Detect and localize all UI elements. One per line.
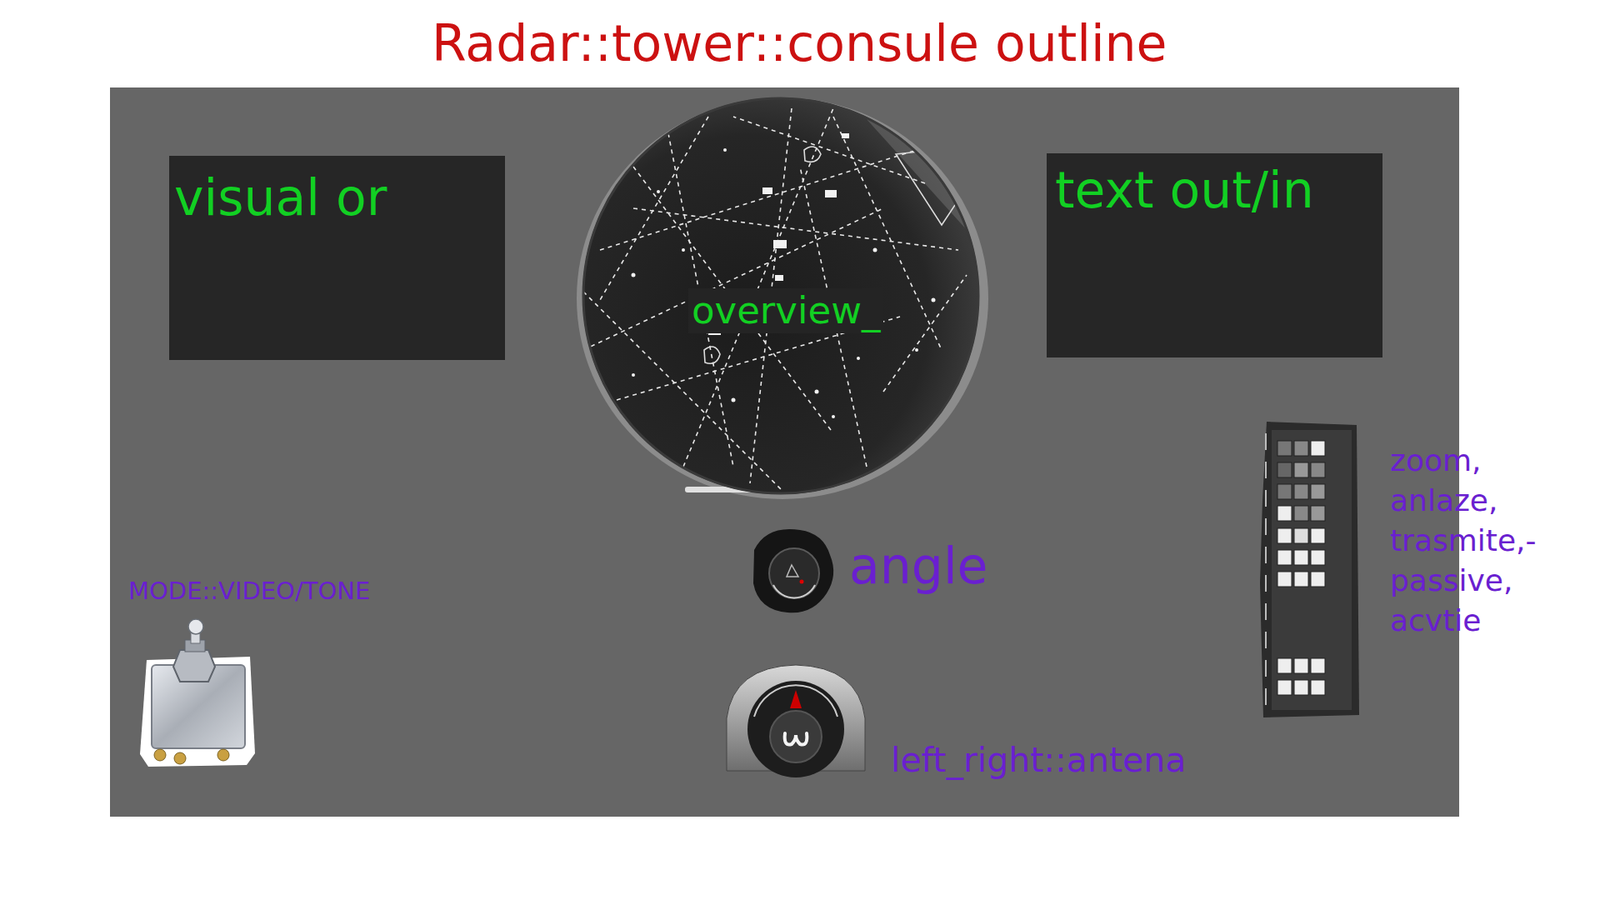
button-panel <box>1294 462 1309 478</box>
button-panel <box>1310 462 1325 478</box>
control-label: MODE::VIDEO/TONE <box>128 576 370 606</box>
toggle-switch <box>154 749 166 761</box>
radar-scope <box>762 187 773 195</box>
toggle-switch <box>217 749 230 761</box>
control-label: angle <box>849 535 988 596</box>
title-text: Radar::tower::consule outline <box>431 13 1168 74</box>
antenna-knob <box>726 665 865 778</box>
button-panel <box>1277 505 1292 521</box>
button-panel <box>1310 505 1325 521</box>
view-angle-knob <box>800 580 805 585</box>
button-panel <box>1294 571 1309 587</box>
button-panel <box>1310 680 1325 695</box>
radar-screen: overview_ <box>581 96 980 495</box>
radar-scope <box>775 275 784 281</box>
antenna-knob <box>790 690 802 709</box>
button-panel <box>1277 440 1292 456</box>
toggle-switch <box>188 619 204 635</box>
radar-scope <box>883 275 967 392</box>
view-angle-knob <box>753 529 834 613</box>
view-angle-knob <box>773 585 815 598</box>
button-panel <box>1265 433 1267 709</box>
button-panel <box>1277 571 1292 587</box>
button-panel <box>1310 484 1325 500</box>
radar-scope <box>576 97 989 500</box>
button-panel <box>1277 528 1292 544</box>
button-panel <box>1310 550 1325 565</box>
button-panel <box>1294 680 1309 695</box>
radar-scope <box>731 398 736 403</box>
antenna-knob <box>770 710 822 763</box>
button-panel <box>1271 430 1352 710</box>
radar-scope <box>915 348 919 352</box>
toggle-switch <box>174 752 186 765</box>
radar-scope <box>600 150 917 250</box>
button-panel <box>1294 440 1309 456</box>
button-panel <box>1294 505 1309 521</box>
radar-scope <box>815 390 820 395</box>
radar-scope <box>576 91 1000 500</box>
radar-scope <box>723 148 727 152</box>
button-panel <box>1277 658 1292 674</box>
button-panel <box>1294 550 1309 565</box>
button-panel <box>1277 680 1292 695</box>
radar-scope <box>704 346 720 364</box>
radar-scope <box>631 133 936 419</box>
screen-text: text out/in <box>1055 160 1315 220</box>
radar-scope <box>804 146 821 162</box>
radar-scope <box>683 108 834 467</box>
radar-scope <box>931 298 936 303</box>
radar-scope <box>873 248 878 253</box>
button-panel <box>1260 421 1360 718</box>
view-angle-knob <box>753 529 834 613</box>
mode-list: zoom, anlaze, trasmite,- passive, acvtie <box>1390 440 1537 641</box>
button-panel <box>1310 571 1325 587</box>
button-panel <box>1260 421 1360 718</box>
radar-scope <box>583 208 884 350</box>
radar-scope <box>733 116 925 184</box>
console-panel <box>110 87 1460 817</box>
view-angle-knob <box>769 548 820 599</box>
button-panel <box>1310 440 1325 456</box>
radar-scope <box>631 273 636 278</box>
radar-outline <box>583 98 979 494</box>
screen-text: overview_ <box>688 288 884 334</box>
button-panel <box>1277 550 1292 565</box>
button-panel <box>1277 484 1292 500</box>
view-angle-knob <box>786 565 799 577</box>
antenna-knob <box>747 680 845 778</box>
screen-text: visual or <box>174 167 387 228</box>
button-panel <box>1294 528 1309 544</box>
display-screen: text out/in <box>1046 153 1383 358</box>
radar-scope <box>582 97 980 495</box>
radar-scope <box>825 190 837 198</box>
toggle-switch <box>173 650 215 682</box>
button-panel <box>1310 658 1325 674</box>
toggle-switch <box>140 619 255 767</box>
radar-scope <box>631 373 635 377</box>
radar-scope <box>656 190 660 194</box>
control-label: left_right::antena <box>890 740 1186 781</box>
button-panel <box>1277 440 1325 695</box>
radar-scope <box>773 240 787 249</box>
display-screen: visual or <box>169 155 505 360</box>
radar-scope <box>633 208 959 250</box>
antenna-knob <box>785 733 808 745</box>
button-panel <box>1294 658 1309 674</box>
console-panel <box>110 87 1460 817</box>
radar-scope <box>841 133 850 139</box>
radar-scope <box>856 356 860 360</box>
button-panel <box>1310 528 1325 544</box>
button-panel <box>1277 462 1292 478</box>
radar-scope <box>681 248 685 252</box>
button-panel <box>1294 484 1309 500</box>
radar-scope <box>831 415 835 419</box>
radar-scope <box>895 150 959 225</box>
